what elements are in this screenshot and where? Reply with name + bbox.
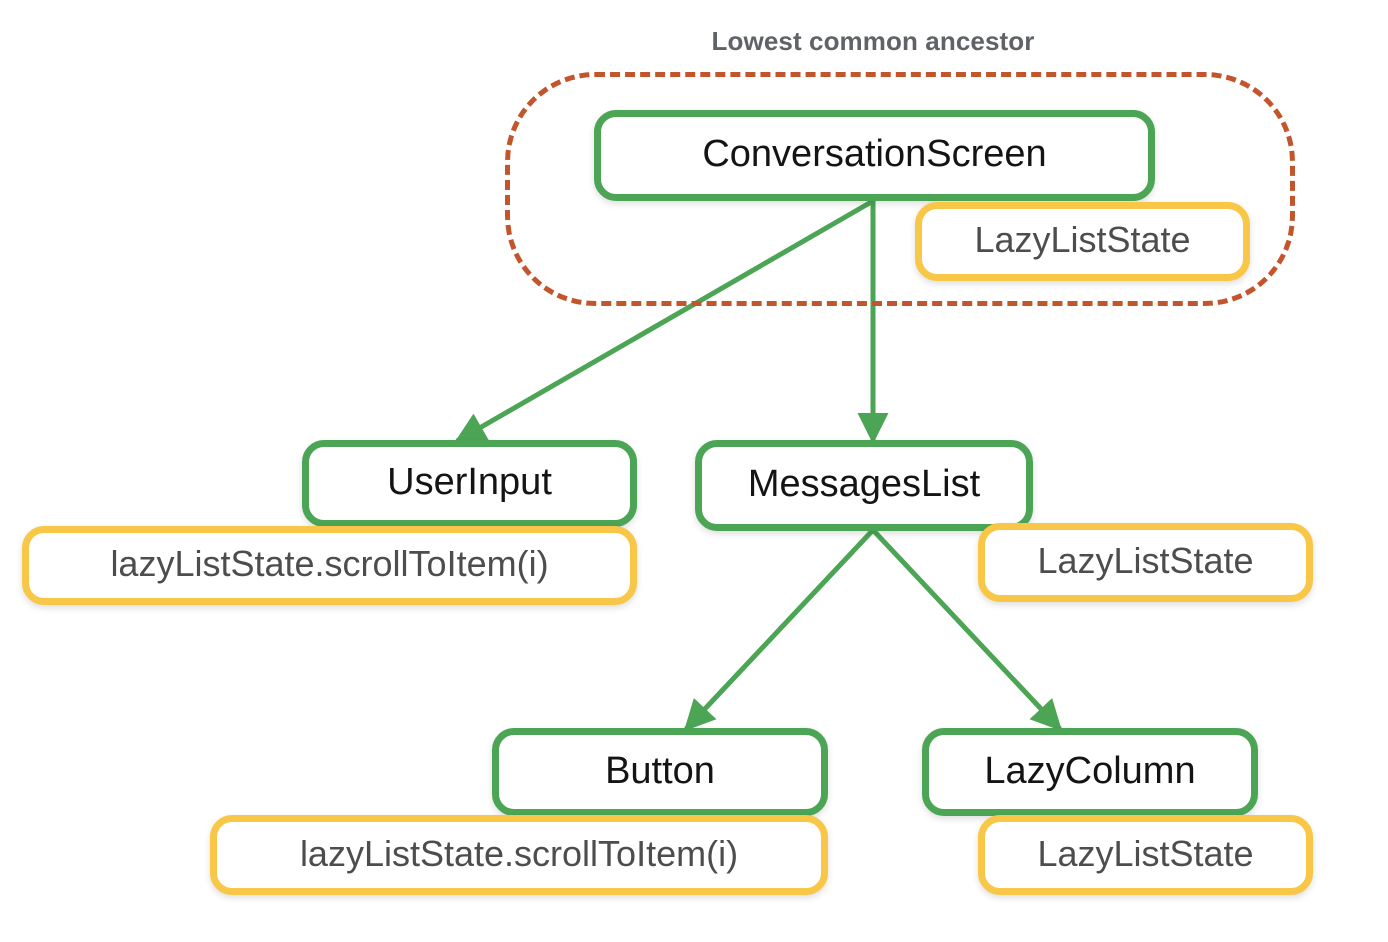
node-label: ConversationScreen bbox=[702, 133, 1047, 175]
lowest-common-ancestor-group bbox=[505, 72, 1295, 306]
node-label: MessagesList bbox=[747, 463, 981, 505]
node-label: Button bbox=[605, 749, 715, 792]
node-lazy-column-state[interactable]: LazyListState bbox=[978, 815, 1313, 895]
node-messages-list-state[interactable]: LazyListState bbox=[978, 523, 1313, 602]
node-label: lazyListState.scrollToItem(i) bbox=[110, 543, 549, 584]
node-label: LazyListState bbox=[1037, 832, 1254, 874]
node-label: LazyListState bbox=[974, 219, 1191, 260]
node-button-state[interactable]: lazyListState.scrollToItem(i) bbox=[210, 815, 828, 895]
node-conversation-screen[interactable]: ConversationScreen bbox=[594, 110, 1155, 201]
node-conversation-screen-state[interactable]: LazyListState bbox=[915, 202, 1250, 281]
node-lazy-column[interactable]: LazyColumn bbox=[922, 728, 1258, 816]
edge-messages-list-to-button bbox=[683, 528, 875, 732]
node-label: LazyListState bbox=[1037, 540, 1254, 581]
node-label: LazyColumn bbox=[984, 749, 1196, 792]
node-user-input-state[interactable]: lazyListState.scrollToItem(i) bbox=[22, 526, 637, 605]
node-label: UserInput bbox=[387, 461, 552, 503]
node-messages-list[interactable]: MessagesList bbox=[695, 440, 1033, 531]
node-button[interactable]: Button bbox=[492, 728, 828, 816]
node-label: lazyListState.scrollToItem(i) bbox=[299, 832, 739, 874]
lowest-common-ancestor-label: Lowest common ancestor bbox=[711, 26, 1035, 56]
node-user-input[interactable]: UserInput bbox=[302, 440, 637, 527]
